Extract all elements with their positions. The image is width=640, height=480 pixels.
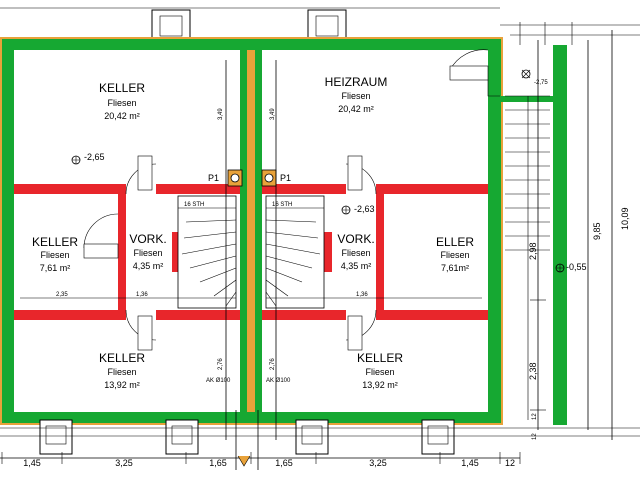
room-right-mid: ELLER Fliesen 7,61m² [436,235,474,273]
anschluss-right: AK Ø100 [266,378,291,384]
room-floor: Fliesen [133,248,162,258]
dim-interior-mid-left: 1,36 [136,292,148,298]
room-right-bottom: KELLER Fliesen 13,92 m² [357,351,403,390]
room-name: HEIZRAUM [325,75,388,89]
level-marker-right: -2,63 [341,204,375,215]
bottom-window-boxes [39,419,455,455]
room-area: 7,61 m² [40,263,71,273]
svg-text:2,38: 2,38 [528,362,538,380]
room-name: KELLER [99,351,145,365]
dim-interior-left: 2,35 [56,292,68,298]
stair-left-label: 16 STH [184,202,204,208]
room-area: 20,42 m² [338,104,374,114]
right-dimension-lines: 9,85 10,09 2,98 2,38 12 12 [528,30,630,440]
room-floors [14,50,488,412]
svg-text:2,76: 2,76 [270,358,276,370]
room-right-vork: VORK. Fliesen 4,35 m² [337,232,374,271]
room-floor: Fliesen [107,98,136,108]
anschluss-left: AK Ø100 [206,378,231,384]
svg-text:3,49: 3,49 [270,108,276,120]
stair-right-label: 16 STH [272,202,292,208]
svg-text:3,25: 3,25 [369,458,387,468]
wall-vertical-dims: 3,49 3,49 2,76 2,76 [218,108,276,370]
room-floor: Fliesen [440,250,469,260]
svg-text:1,45: 1,45 [23,458,41,468]
room-floor: Fliesen [365,367,394,377]
room-floor: Fliesen [107,367,136,377]
svg-text:1,65: 1,65 [209,458,227,468]
p1-markers: P1 P1 [208,169,291,187]
exterior-stair-treads [505,95,550,420]
pipe-lines [225,60,277,470]
room-name: KELLER [357,351,403,365]
drain-arrow-icon [237,455,251,467]
interior-walls [14,184,488,320]
room-area: 4,35 m² [133,261,164,271]
room-name: VORK. [337,232,374,246]
svg-text:3,49: 3,49 [218,108,224,120]
svg-text:12: 12 [532,433,538,440]
p1-left-label: P1 [208,173,219,183]
room-name: ELLER [436,235,474,249]
dim-interior-mid-right: 1,36 [356,292,368,298]
room-floor: Fliesen [341,248,370,258]
svg-text:2,98: 2,98 [528,242,538,260]
room-area: 13,92 m² [362,380,398,390]
room-area: 20,42 m² [104,111,140,121]
room-area: 13,92 m² [104,380,140,390]
room-area: 4,35 m² [341,261,372,271]
top-grid-lines [0,7,640,45]
room-name: KELLER [99,81,145,95]
level-marker-top-right: -2,75 [521,69,548,86]
door-heizraum [449,49,500,97]
svg-text:-0,55: -0,55 [566,262,587,272]
level-marker-far-right: -0,55 [555,262,587,273]
svg-text:-2,63: -2,63 [354,204,375,214]
door-arcs [83,155,377,351]
room-area: 7,61m² [441,263,469,273]
room-floor: Fliesen [341,91,370,101]
svg-text:-2,65: -2,65 [84,152,105,162]
level-marker-left: -2,65 [71,152,105,165]
svg-text:12: 12 [532,413,538,420]
svg-text:9,85: 9,85 [592,222,602,240]
svg-text:3,25: 3,25 [115,458,133,468]
bottom-dimension-line [0,427,640,464]
room-left-mid: KELLER Fliesen 7,61 m² [32,235,78,273]
room-name: VORK. [129,232,166,246]
svg-text:1,65: 1,65 [275,458,293,468]
svg-text:-2,75: -2,75 [534,80,548,86]
svg-text:12: 12 [505,458,515,468]
room-floor: Fliesen [40,250,69,260]
bottom-dimension-labels: 1,45 3,25 1,65 1,65 3,25 1,45 12 [23,458,515,468]
svg-text:2,76: 2,76 [218,358,224,370]
room-name: KELLER [32,235,78,249]
room-right-top: HEIZRAUM Fliesen 20,42 m² [325,75,388,114]
svg-text:1,45: 1,45 [461,458,479,468]
p1-right-label: P1 [280,173,291,183]
svg-text:10,09: 10,09 [620,207,630,230]
room-left-vork: VORK. Fliesen 4,35 m² [129,232,166,271]
room-left-top: KELLER Fliesen 20,42 m² [99,81,145,121]
room-left-bottom: KELLER Fliesen 13,92 m² [99,351,145,390]
